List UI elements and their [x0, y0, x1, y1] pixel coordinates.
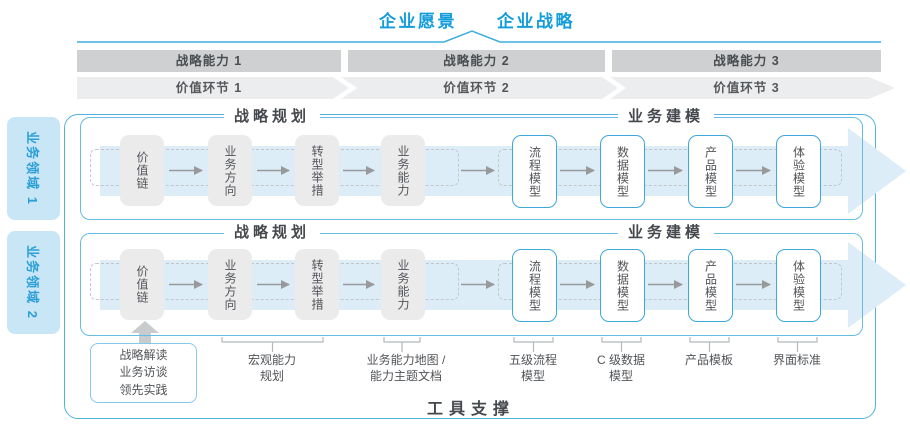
step-label: 价值链 [135, 265, 149, 304]
deliverable-capability-map: 业务能力地图 / 能力主题文档 [366, 353, 446, 383]
strategy-inputs-box: 战略解读 业务访谈 领先实践 [90, 343, 197, 403]
step-label: 数据模型 [615, 145, 630, 198]
step-box-business-direction: 业务方向 [208, 249, 252, 320]
step-box-experience-model: 体验模型 [776, 249, 821, 322]
deliverable-product-template: 产品模板 [684, 353, 734, 367]
capability-bar-1: 战略能力 1 [77, 50, 341, 72]
value-link-1: 价值环节 1 [175, 81, 243, 95]
step-label: 体验模型 [791, 145, 806, 198]
capability-bar-3: 战略能力 3 [612, 50, 881, 72]
capability-bar-2: 战略能力 2 [348, 50, 605, 72]
lane2-modeling-dashed-band [498, 263, 842, 300]
step-label: 流程模型 [527, 259, 542, 312]
step-label: 体验模型 [791, 259, 806, 312]
step-label: 业务方向 [223, 144, 237, 197]
deliverable-l5-process-model: 五级流程 模型 [508, 353, 558, 383]
step-label: 产品模型 [703, 259, 718, 312]
step-box-transformation-initiatives: 转型举措 [295, 135, 339, 206]
sidebar-domain-1-label: 业务领域 1 [25, 131, 40, 206]
lane2-planning-dashed-band [90, 263, 459, 300]
step-label: 业务能力 [396, 258, 410, 311]
step-box-value-chain: 价值链 [120, 135, 164, 206]
step-label: 产品模型 [703, 145, 718, 198]
step-box-process-model: 流程模型 [512, 249, 557, 322]
lane1-modeling-header: 业务建模 [617, 107, 715, 127]
step-box-product-model: 产品模型 [688, 249, 733, 322]
enterprise-strategy-title: 企业战略 [497, 12, 575, 31]
sidebar-domain-1: 业务领域 1 [7, 117, 60, 220]
step-box-product-model: 产品模型 [688, 135, 733, 208]
step-box-process-model: 流程模型 [512, 135, 557, 208]
value-link-3: 价值环节 3 [713, 81, 780, 95]
deliverable-c-level-data-model: C 级数据 模型 [596, 353, 646, 383]
lane2-planning-header: 战略规划 [223, 223, 321, 243]
lane2-modeling-header: 业务建模 [617, 223, 715, 243]
lane1-planning-dashed-band [90, 149, 459, 186]
step-box-business-capability: 业务能力 [381, 135, 425, 206]
vision-caret-line [77, 30, 881, 43]
step-label: 价值链 [135, 151, 149, 190]
step-label: 转型举措 [310, 258, 324, 311]
value-link-2: 价值环节 2 [443, 81, 510, 95]
lane1-panel [80, 117, 863, 220]
step-label: 业务能力 [396, 144, 410, 197]
step-box-business-capability: 业务能力 [381, 249, 425, 320]
deliverable-ui-standard: 界面标准 [772, 353, 822, 367]
enterprise-vision-title: 企业愿景 [379, 12, 457, 31]
lane2-panel [80, 233, 863, 336]
lane1-planning-header: 战略规划 [223, 107, 321, 127]
step-box-value-chain: 价值链 [120, 249, 164, 320]
step-label: 流程模型 [527, 145, 542, 198]
step-label: 转型举措 [310, 144, 324, 197]
step-box-experience-model: 体验模型 [776, 135, 821, 208]
step-box-data-model: 数据模型 [600, 135, 645, 208]
lane1-modeling-dashed-band [498, 149, 842, 186]
deliverable-macro-capability-planning: 宏观能力 规划 [247, 353, 297, 383]
tool-support-label: 工具支撑 [426, 401, 516, 418]
sidebar-domain-2-label: 业务领域 2 [25, 245, 40, 320]
step-box-transformation-initiatives: 转型举措 [295, 249, 339, 320]
step-box-data-model: 数据模型 [600, 249, 645, 322]
step-box-business-direction: 业务方向 [208, 135, 252, 206]
step-label: 业务方向 [223, 258, 237, 311]
sidebar-domain-2: 业务领域 2 [7, 231, 60, 334]
step-label: 数据模型 [615, 259, 630, 312]
